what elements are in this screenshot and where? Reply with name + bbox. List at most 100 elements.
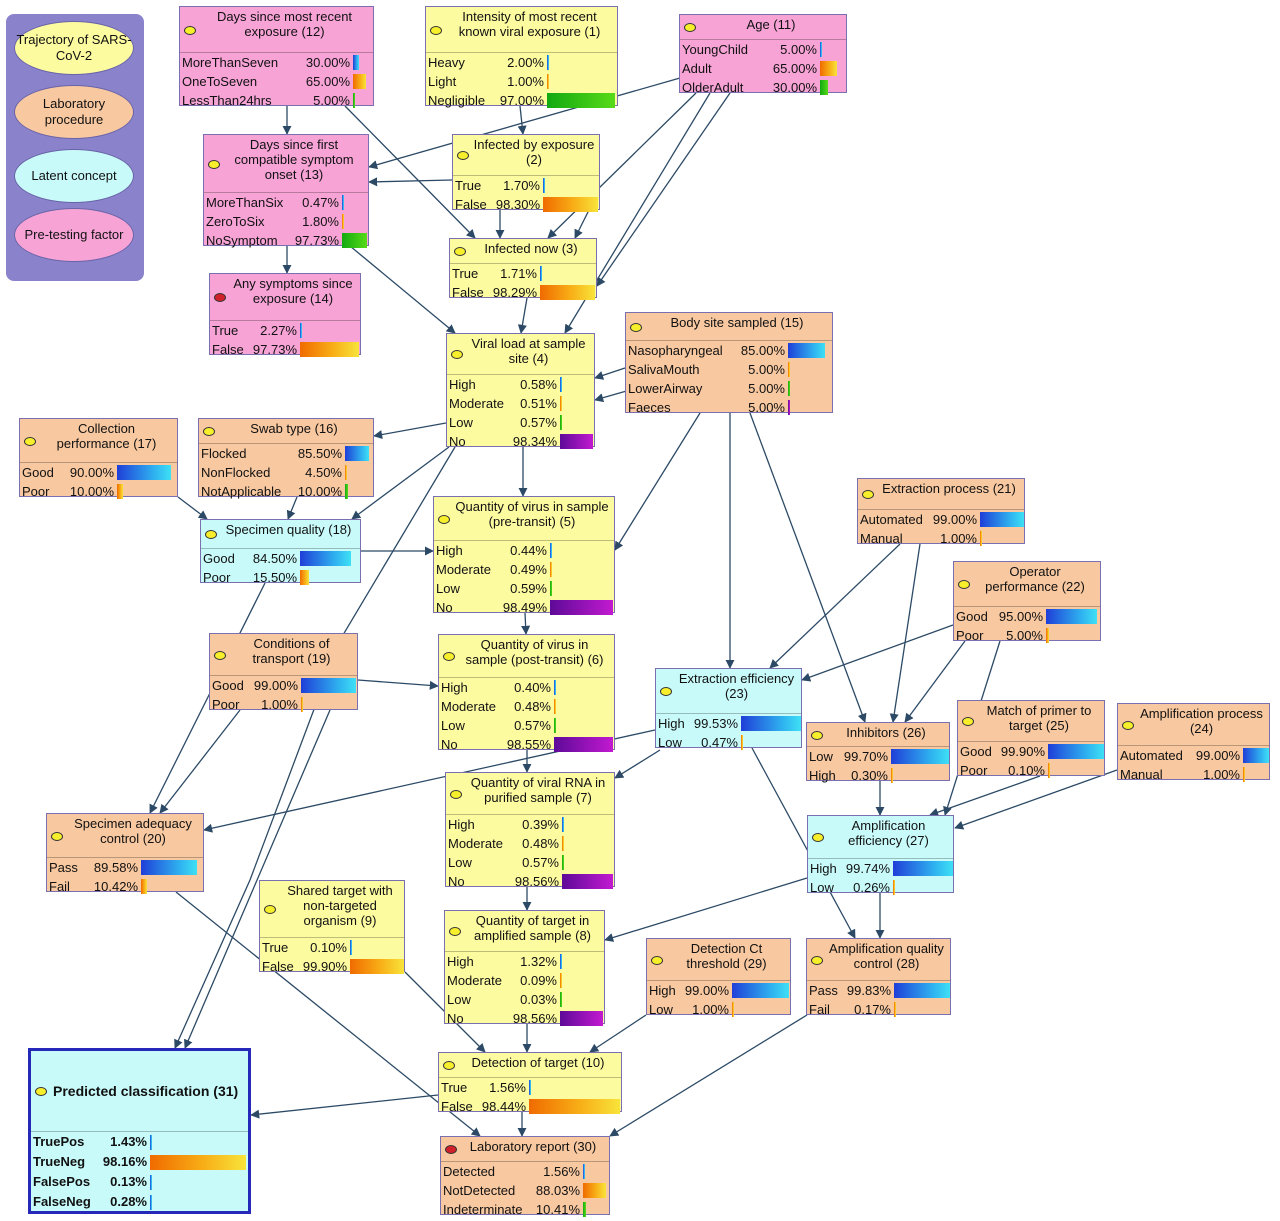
node-quantity-pre-transit[interactable]: Quantity of virus in sample (pre-transit… — [433, 496, 615, 615]
node-quantity-of-target[interactable]: Quantity of target in amplified sample (… — [444, 910, 605, 1026]
node-shared-target[interactable]: Shared target with non-targeted organism… — [259, 880, 405, 974]
node-days-since-exposure[interactable]: Days since most recent exposure (12)More… — [179, 6, 374, 108]
node-quantity-viral-rna[interactable]: Quantity of viral RNA in purified sample… — [445, 772, 615, 889]
node-quantity-post-transit[interactable]: Quantity of virus in sample (post-transi… — [438, 634, 615, 752]
